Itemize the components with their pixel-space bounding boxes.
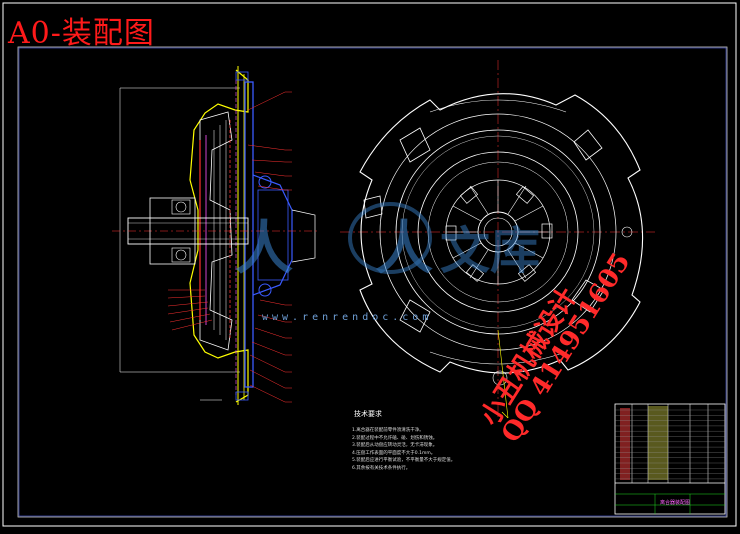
watermark-logo: 人 人 文库 [235, 202, 540, 282]
cover-outline [189, 69, 249, 403]
front-view [340, 60, 655, 420]
inner-frame-blue [18, 47, 727, 517]
cover-lugs [363, 127, 605, 333]
svg-text:人: 人 [235, 214, 293, 282]
requirement-item: 3.装配后从动盘应转动灵活，无卡滞现象。 [352, 443, 438, 448]
page-title: A0-装配图 [8, 16, 155, 51]
svg-text:人: 人 [375, 214, 433, 282]
svg-text:文库: 文库 [440, 221, 540, 280]
release-bearing [149, 197, 196, 265]
watermark-site: www.renrendoc.com [262, 312, 432, 323]
requirement-item: 5.装配后应进行平衡试验，不平衡量不大于规定值。 [352, 458, 456, 463]
drawing-name-label: 离合器装配图 [660, 500, 691, 506]
cover-rim [359, 93, 644, 374]
inner-frame [17, 46, 728, 518]
part-leaders-right [247, 91, 292, 403]
requirement-item: 1.离合器在装配前零件须清洗干净。 [352, 428, 424, 433]
damper-springs [445, 186, 553, 282]
requirement-item: 2.装配过程中不允许磕、碰、划伤和锈蚀。 [352, 435, 438, 441]
outer-border [2, 2, 737, 527]
diaphragm-fingers [446, 180, 550, 284]
flywheel-hub [252, 174, 293, 296]
technical-requirements: 技术要求 1.离合器在装配前零件须清洗干净。 2.装配过程中不允许磕、碰、划伤和… [352, 409, 455, 472]
title-block [614, 403, 726, 515]
pressure-plate [199, 111, 233, 351]
technical-requirements-title: 技术要求 [354, 410, 382, 418]
part-leaders-left [167, 289, 213, 331]
flywheel-face [244, 81, 254, 388]
section-view [112, 66, 320, 405]
requirement-item: 4.压盘工作表面的平面度不大于0.1mm。 [352, 450, 436, 456]
requirement-item: 6.其余按有关技术条件执行。 [352, 465, 411, 471]
diaphragm-outer [417, 151, 579, 313]
